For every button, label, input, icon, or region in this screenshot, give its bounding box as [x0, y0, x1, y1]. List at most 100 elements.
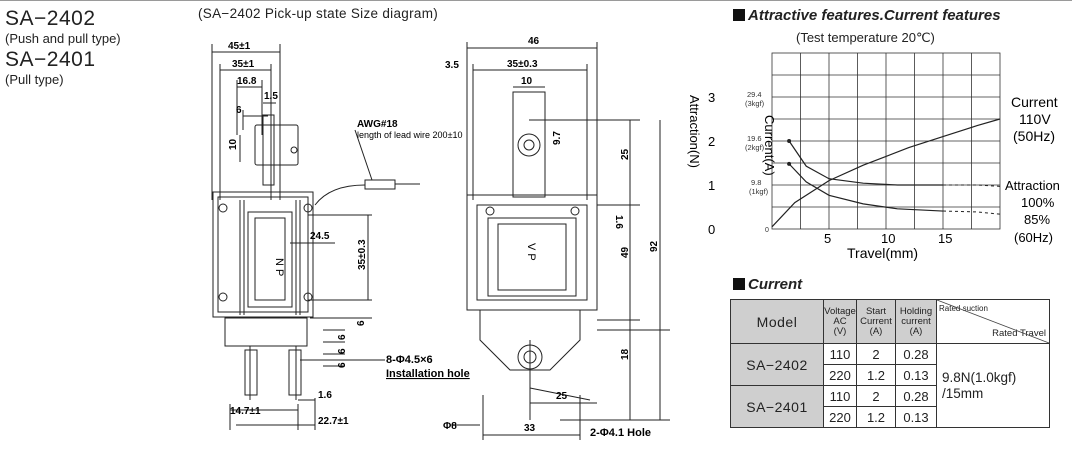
attraction-curve-dashed	[942, 210, 1001, 215]
attraction-tick-label: 9.8	[751, 178, 761, 187]
row-holding: 0.28	[895, 385, 937, 407]
dim-35: 35±1	[232, 59, 255, 70]
row-model: SA−2401	[730, 385, 824, 428]
attraction-tick-label: 29.4	[747, 90, 762, 99]
diagram-title: (SA−2402 Pick-up state Size diagram)	[198, 6, 439, 21]
legend-freq-50: (50Hz)	[1013, 128, 1055, 144]
attraction-tick-label: (1kgf)	[749, 187, 769, 196]
travel-value: /15mm	[942, 385, 984, 401]
dim-3-5: 3.5	[445, 60, 459, 71]
model-name: SA−2401	[5, 48, 96, 71]
dim-phi8: Φ8	[443, 421, 457, 432]
dim-46: 46	[528, 36, 540, 47]
legend-85pct: 85%	[1024, 212, 1050, 227]
header-start-line: (A)	[869, 325, 883, 337]
wire-length: length of lead wire 200±10	[357, 130, 463, 140]
x-tick-label: 10	[881, 231, 895, 246]
table-row: SA−2401 110 2 0.28	[730, 385, 1050, 428]
legend-attraction: Attraction	[1005, 178, 1060, 193]
current-section-title-text: Current	[748, 276, 803, 293]
row-start: 1.2	[856, 364, 896, 386]
row-voltage: 110	[823, 385, 857, 407]
chart-section-title-text: Attractive features.Current features	[748, 7, 1001, 24]
curve-start-dot	[787, 139, 792, 143]
header-voltage-line: (V)	[833, 325, 847, 337]
chart-section-title: Attractive features.Current features	[733, 7, 1001, 24]
dim-35-03: 35±0.3	[357, 239, 368, 270]
current-section-title: Current	[733, 276, 802, 293]
header-voltage: Voltage AC (V)	[823, 299, 857, 344]
header-model: Model	[730, 299, 824, 344]
dim-18: 18	[620, 348, 631, 360]
attraction-curve-dashed	[943, 184, 1001, 187]
x-tick-label: 15	[938, 231, 952, 246]
coil-mark-side: V P	[525, 243, 537, 261]
dim-9-7: 9.7	[552, 131, 563, 145]
square-bullet-icon	[733, 278, 745, 290]
row-start: 1.2	[856, 406, 896, 428]
chart-grid	[771, 52, 1001, 230]
dim-14-7: 14.7±1	[230, 406, 261, 417]
attraction-axis-label: Attraction(N)	[687, 95, 702, 168]
chart-subtitle: (Test temperature 20℃)	[796, 30, 935, 45]
legend-100pct: 100%	[1021, 195, 1055, 210]
dim-25: 25	[620, 148, 631, 160]
dim-49: 49	[620, 246, 631, 258]
row-holding: 0.28	[895, 343, 937, 365]
table-row: 220 1.2 0.13	[731, 406, 1050, 428]
table-header-row: Model Voltage AC (V) Start Current (A) H…	[730, 299, 1050, 344]
dim-22-7: 22.7±1	[318, 416, 349, 427]
install-label: 8-Φ4.5×6	[386, 354, 433, 366]
header-start: Start Current (A)	[856, 299, 896, 344]
dim-92: 92	[649, 240, 660, 252]
wire-label: AWG#18	[357, 119, 398, 130]
model-name: SA−2402	[5, 7, 96, 30]
dim-10-side: 10	[521, 76, 533, 87]
dim-35-03-side: 35±0.3	[507, 59, 538, 70]
current-tick-label: 2	[708, 134, 715, 149]
square-bullet-icon	[733, 9, 745, 21]
dim-1-5: 1.5	[264, 91, 278, 102]
rated-suction-cell: 9.8N(1.0kgf) /15mm	[936, 343, 1050, 428]
attraction-tick-label: (2kgf)	[745, 143, 765, 152]
header-start-line: Start	[865, 305, 887, 317]
header-start-line: Current	[860, 315, 892, 327]
install-hole-label: Installation hole	[386, 368, 470, 380]
header-rated: Rated suction Rated Travel	[936, 299, 1050, 344]
attraction-tick-label: 0	[765, 227, 769, 234]
dim-6a: 6	[337, 334, 348, 340]
header-holding-line: Holding	[899, 305, 933, 317]
attraction-tick-label: 19.6	[747, 134, 762, 143]
x-axis-label: Travel(mm)	[847, 245, 918, 261]
current-axis-label: Current(A)	[762, 115, 777, 176]
header-voltage-line: AC	[833, 315, 847, 327]
header-rated-travel: Rated Travel	[992, 328, 1046, 339]
dim-10: 10	[228, 138, 239, 150]
curve-start-dot	[787, 161, 792, 166]
header-holding-line: (A)	[909, 325, 923, 337]
dim-24-5: 24.5	[310, 231, 330, 242]
dim-6c: 6	[337, 362, 348, 368]
row-model: SA−2402	[730, 343, 824, 386]
header-holding: Holding current (A)	[895, 299, 937, 344]
chart-series	[771, 118, 1001, 228]
dim-6: 6	[236, 105, 242, 116]
model-type: (Push and pull type)	[5, 31, 121, 46]
row-voltage: 110	[823, 343, 857, 365]
legend-current: Current	[1011, 94, 1058, 110]
legend-voltage: 110V	[1019, 111, 1051, 127]
dim-1-6-side: 1.6	[613, 215, 624, 229]
top-border	[0, 0, 1072, 1]
header-voltage-line: Voltage	[824, 305, 856, 317]
current-curve	[771, 118, 1001, 228]
dim-1-6-front: 1.6	[318, 390, 332, 401]
attraction-curve	[788, 140, 943, 186]
attraction-curve	[788, 163, 944, 212]
row-voltage: 220	[823, 406, 857, 428]
suction-value: 9.8N(1.0kgf)	[942, 369, 1017, 385]
hole-label: 2-Φ4.1 Hole	[590, 427, 651, 439]
coil-mark-front: N P	[273, 258, 285, 276]
